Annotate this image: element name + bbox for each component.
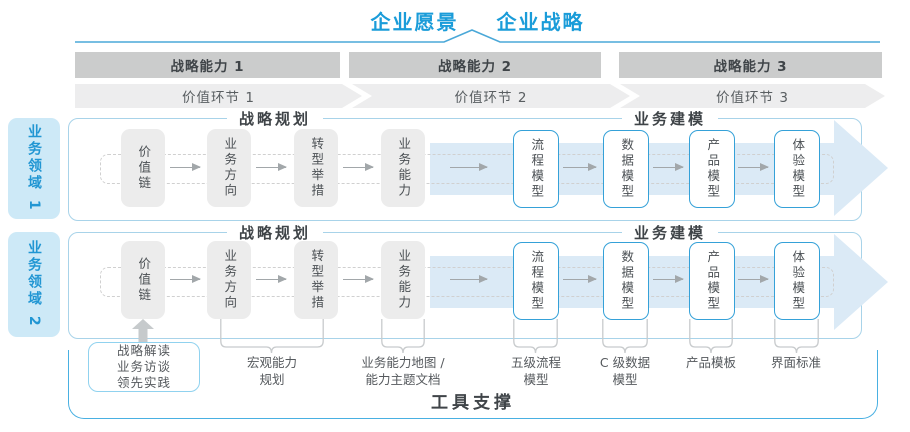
business-domain-1: 业务领域 1 [8,118,60,219]
arrow-right-icon [256,274,287,283]
arrow-right-icon [738,274,769,283]
capability-bar-3: 战略能力 3 [619,52,882,78]
row2-box-process-model: 流程模型 [513,242,559,320]
arrow-right-icon [256,162,287,171]
arrow-right-icon [563,274,597,283]
title-underline-peak [75,29,880,43]
vision-title: 企业愿景 [370,10,459,34]
arrow-right-icon [170,162,201,171]
row2-box-transformation: 转型举措 [294,241,338,319]
row1-box-biz-capability: 业务能力 [381,129,425,207]
capability-1-label: 战略能力 1 [170,59,245,75]
row2-modeling-header: 业务建模 [621,224,719,242]
tool-support-label: 工具支撑 [431,393,515,413]
arrow-right-icon [738,162,769,171]
business-domain-2: 业务领域 2 [8,232,60,337]
row1-box-data-model: 数据模型 [603,130,649,208]
row2-box-biz-direction: 业务方向 [207,241,251,319]
row1-box-product-model: 产品模型 [689,130,735,208]
deliverable-product-template: 产品模板 [685,355,737,370]
row2-box-data-model: 数据模型 [603,242,649,320]
arrow-right-icon [653,274,684,283]
arrow-up-icon [132,319,154,343]
arrow-right-icon [450,162,488,171]
arrow-right-icon [450,274,488,283]
deliverable-process-model: 五级流程 模型 [510,355,562,387]
practice-methods-box: 战略解读 业务访谈 领先实践 [88,342,200,392]
row2-box-experience-model: 体验模型 [774,242,820,320]
brace-process-model [513,319,558,354]
row1-planning-header: 战略规划 [226,110,324,128]
row1-box-value-chain: 价值链 [121,129,165,207]
capability-3-label: 战略能力 3 [713,59,788,75]
value-link-1: 价值环节 1 [75,84,362,108]
brace-capability-map [381,319,425,354]
capability-2-label: 战略能力 2 [437,59,513,75]
row1-box-transformation: 转型举措 [294,129,338,207]
row2-dashed-track [100,267,834,297]
page-title: 企业愿景 企业战略 [75,6,880,35]
deliverable-ui-standard: 界面标准 [770,355,822,370]
value-link-1-label: 价值环节 1 [182,90,255,106]
capability-bar-2: 战略能力 2 [349,52,601,78]
brace-product-template [689,319,733,354]
strategy-title: 企业战略 [496,10,585,34]
arrow-right-icon [170,274,201,283]
deliverable-data-model: C 级数据 模型 [599,355,651,387]
arrow-right-icon [343,274,374,283]
row2-box-value-chain: 价值链 [121,241,165,319]
brace-macro-capability [220,319,324,354]
value-link-3: 价值环节 3 [620,84,885,108]
value-link-2-label: 价值环节 2 [454,90,528,106]
deliverable-macro-capability: 宏观能力 规划 [246,355,298,387]
row2-planning-header: 战略规划 [226,224,324,242]
tool-support-container: 工具支撑 [68,350,878,419]
arrow-right-icon [343,162,374,171]
row1-box-experience-model: 体验模型 [774,130,820,208]
brace-data-model [602,319,648,354]
row1-dashed-track [100,154,834,184]
brace-ui-standard [774,319,819,354]
row2-box-product-model: 产品模型 [689,242,735,320]
arrow-right-icon [563,162,597,171]
value-link-3-label: 价值环节 3 [716,90,789,106]
value-link-2: 价值环节 2 [352,84,630,108]
capability-bar-1: 战略能力 1 [75,52,340,78]
arrow-right-icon [653,162,684,171]
row1-box-biz-direction: 业务方向 [207,129,251,207]
row1-modeling-header: 业务建模 [621,110,719,128]
row2-box-biz-capability: 业务能力 [381,241,425,319]
deliverable-capability-map: 业务能力地图 / 能力主题文档 [361,355,445,387]
row1-box-process-model: 流程模型 [513,130,559,208]
